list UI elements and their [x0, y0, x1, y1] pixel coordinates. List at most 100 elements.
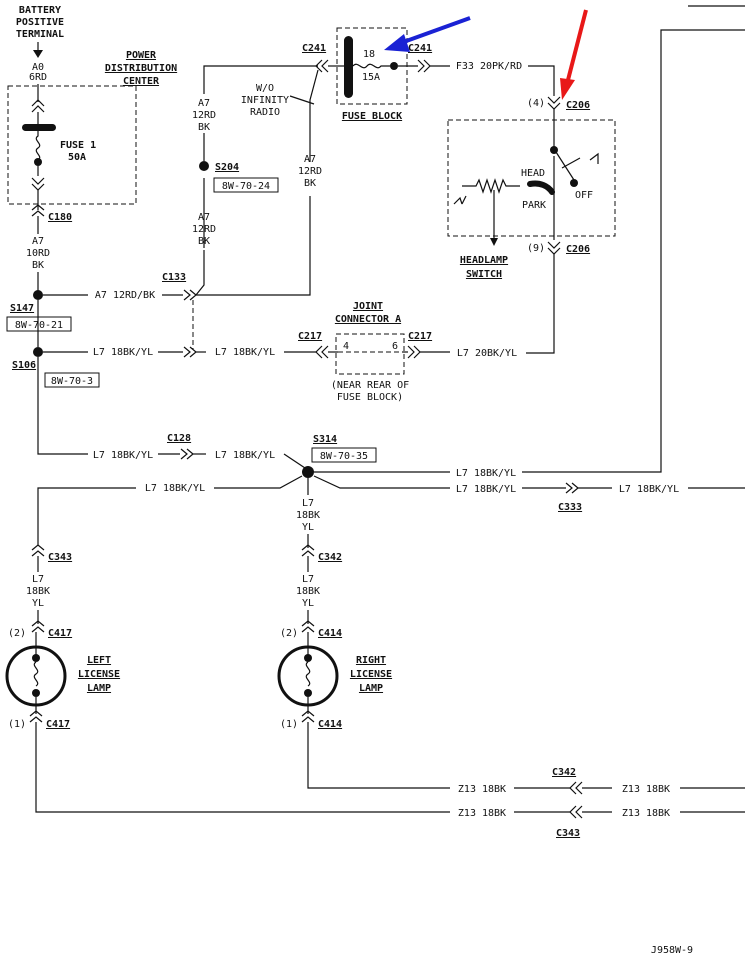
splice-s204-label: S204 — [215, 162, 239, 173]
pdc-label-2: DISTRIBUTION — [105, 63, 177, 74]
connector-c241-right — [417, 59, 431, 73]
battery-wire-code: A0 — [32, 62, 44, 73]
connector-c133-symbol — [183, 289, 197, 301]
headlamp-switch-boundary — [447, 119, 616, 237]
wire-yl-v1: YL — [302, 522, 314, 533]
ref-s314-box — [311, 447, 377, 463]
joint-connector-note-2: FUSE BLOCK) — [337, 392, 403, 403]
connector-c343-upper — [31, 544, 45, 557]
wire-l7-right-up — [522, 29, 745, 473]
wire-l7-v1: L7 — [302, 498, 314, 509]
fuse-18-terminal-dot — [390, 62, 398, 70]
connector-c241-left-label: C241 — [302, 43, 326, 54]
headlamp-switch-label-2: SWITCH — [466, 269, 502, 280]
connector-c333-symbol — [565, 482, 579, 494]
connector-c414-upper — [301, 620, 315, 633]
headlamp-switch-label-1: HEADLAMP — [460, 255, 508, 266]
connector-c128-label: C128 — [167, 433, 191, 444]
wire-segment — [309, 69, 319, 162]
pdc-input-terminal — [31, 99, 45, 113]
splice-s106-label: S106 — [12, 360, 36, 371]
pdc-boundary — [7, 85, 137, 205]
connector-c414-upper-label: C414 — [318, 628, 342, 639]
wire-segment — [313, 475, 450, 489]
wire-label-12rd-1: 12RD — [192, 110, 216, 121]
fuse1-busbar — [22, 124, 56, 131]
right-lamp-pin-2: (2) — [280, 628, 298, 639]
rheostat-arrow — [490, 238, 498, 246]
connector-c342-lower — [569, 781, 583, 795]
lamp-filament-dot — [32, 654, 40, 662]
connector-c206-top — [547, 96, 561, 110]
connector-c342-upper — [301, 544, 315, 557]
connector-c414-lower — [301, 710, 315, 723]
wire-label-a7-2: A7 — [198, 212, 210, 223]
lamp-filament-dot — [304, 654, 312, 662]
wire-yl-v2: YL — [302, 598, 314, 609]
wire-z13-left — [35, 722, 450, 813]
wire-label-a7: A7 — [32, 236, 44, 247]
wire-label-bk-3: BK — [304, 178, 316, 189]
wire-z13-label-4: Z13 18BK — [622, 808, 670, 819]
wire-l7-down-left — [37, 357, 88, 455]
connector-c417-upper — [31, 620, 45, 633]
wire-z13-right — [307, 722, 450, 789]
fuse-18-element — [352, 63, 390, 69]
battery-wire-spec: 6RD — [29, 72, 47, 83]
switch-rheostat-link — [453, 195, 467, 205]
connector-c133-label: C133 — [162, 272, 186, 283]
splice-s314-label: S314 — [313, 434, 337, 445]
wire-l7-from-switch — [526, 254, 555, 354]
battery-arrow-head — [33, 50, 43, 58]
wire-f33-label: F33 20PK/RD — [456, 61, 522, 72]
wire-l7-label-1: L7 18BK/YL — [93, 347, 153, 358]
splice-s147-label: S147 — [10, 303, 34, 314]
option-connector-row1 — [183, 346, 197, 358]
switch-off-dot — [570, 179, 578, 187]
drawing-number: J958W-9 — [651, 945, 693, 956]
connector-c206-bottom-label: C206 — [566, 244, 590, 255]
wire-z13-label-3: Z13 18BK — [458, 808, 506, 819]
wire-label-a7-1: A7 — [198, 98, 210, 109]
wire-a7-branch-s204 — [195, 250, 205, 296]
left-lamp-pin-2: (2) — [8, 628, 26, 639]
connector-c333-label: C333 — [558, 502, 582, 513]
joint-connector-label-1: JOINT — [353, 301, 383, 312]
fuse1-name: FUSE 1 — [60, 140, 96, 151]
wire-l7-to-left-lamp — [37, 487, 136, 545]
right-lamp-label-3: LAMP — [359, 683, 383, 694]
connector-c241-right-label: C241 — [408, 43, 432, 54]
blue-arrow-shaft — [397, 16, 471, 46]
fuse1-element — [35, 131, 41, 161]
connector-c414-lower-label: C414 — [318, 719, 342, 730]
red-arrow-shaft — [566, 9, 588, 81]
wire-label-12rd-2: 12RD — [192, 224, 216, 235]
splice-s314-dot — [302, 466, 314, 478]
wire-a7-top — [203, 65, 318, 94]
switch-head-label: HEAD — [521, 168, 545, 179]
left-lamp-label-1: LEFT — [87, 655, 111, 666]
fuse-rating: 15A — [362, 72, 380, 83]
wire-f33 — [528, 65, 555, 96]
lamp-filament-dot — [32, 689, 40, 697]
connector-c417-lower — [29, 710, 43, 723]
wire-label-bk: BK — [32, 260, 44, 271]
connector-c206-top-label: C206 — [566, 100, 590, 111]
ref-s106: 8W-70-3 — [51, 376, 93, 387]
infinity-note-3: RADIO — [250, 107, 280, 118]
wire-a7-full-label: A7 12RD/BK — [95, 290, 155, 301]
joint-connector-label-2: CONNECTOR A — [335, 314, 401, 325]
wire-l7-label-5: L7 18BK/YL — [456, 468, 516, 479]
left-lamp-pin-1: (1) — [8, 719, 26, 730]
connector-c343-upper-label: C343 — [48, 552, 72, 563]
joint-pin-right: 6 — [392, 341, 398, 352]
wire-label-10rd: 10RD — [26, 248, 50, 259]
right-lamp-pin-1: (1) — [280, 719, 298, 730]
splice-s204-dot — [199, 161, 209, 171]
wire-l7-label-8: L7 18BK/YL — [619, 484, 679, 495]
connector-c342-lower-label: C342 — [552, 767, 576, 778]
ref-s147: 8W-70-21 — [15, 320, 63, 331]
fuse-number: 18 — [363, 49, 375, 60]
right-lamp-label-2: LICENSE — [350, 669, 392, 680]
